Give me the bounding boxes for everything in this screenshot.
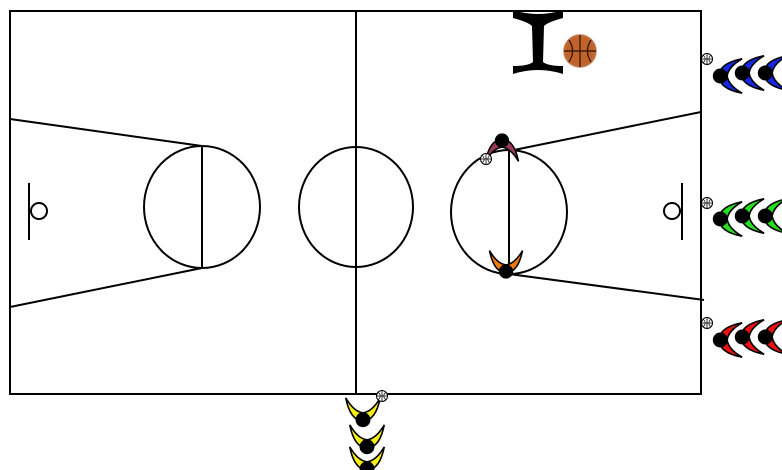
tackling-dummy-icon xyxy=(513,10,563,74)
right-key-top-line xyxy=(509,112,701,151)
yellow-line-ball xyxy=(377,391,388,402)
left-rim xyxy=(31,203,47,219)
green-line-ball xyxy=(702,198,713,209)
yellow-line-player-1 xyxy=(346,398,381,427)
right-key-bottom-line xyxy=(509,274,704,300)
green-line-player-3 xyxy=(758,199,782,234)
blue-line-player-3 xyxy=(758,56,782,91)
equipment xyxy=(513,10,596,74)
red-line-ball xyxy=(702,318,713,329)
red-line-player-3 xyxy=(758,320,782,355)
maroon-player-ball xyxy=(481,154,492,165)
left-key-top-line xyxy=(10,119,202,146)
players xyxy=(346,54,782,470)
right-rim xyxy=(664,203,680,219)
basketball-court xyxy=(10,11,704,394)
blue-line-ball xyxy=(702,54,713,65)
yellow-line-player-2 xyxy=(350,425,385,454)
left-key-bottom-line xyxy=(10,268,202,307)
basketball-icon xyxy=(564,35,596,67)
